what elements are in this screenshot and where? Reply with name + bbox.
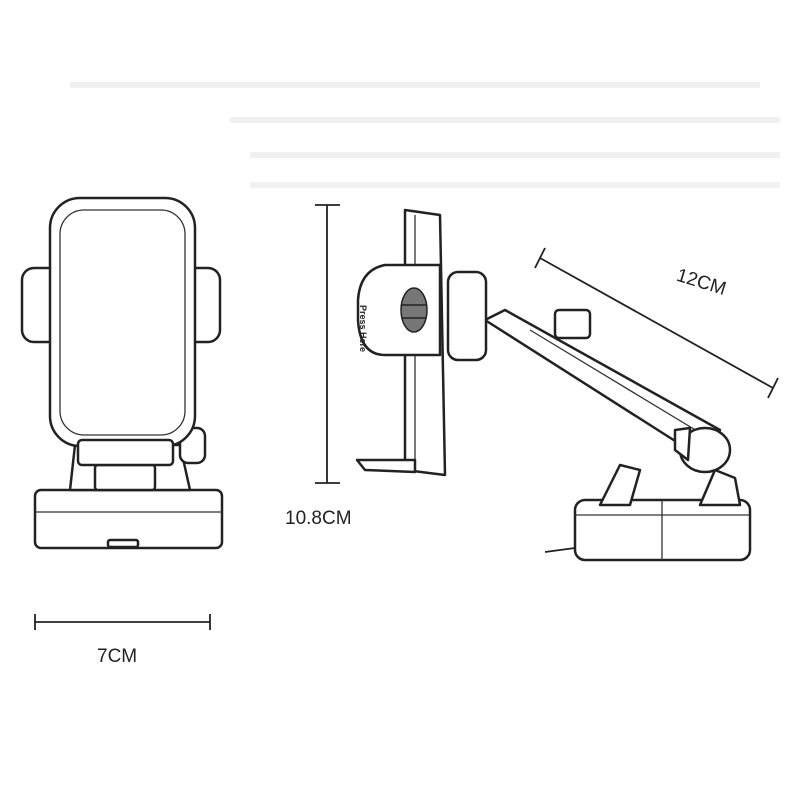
press-here-text: Press Here xyxy=(358,305,368,353)
length-dimension-line xyxy=(534,247,779,399)
width-label: 7CM xyxy=(97,646,138,667)
side-view xyxy=(355,208,752,562)
height-label: 10.8CM xyxy=(285,508,352,529)
ball-joint xyxy=(446,270,488,362)
telescopic-arm xyxy=(483,308,722,462)
front-cradle xyxy=(48,196,197,448)
faint-background-pattern xyxy=(70,82,780,188)
press-here-button[interactable] xyxy=(356,263,442,357)
width-dimension-line xyxy=(34,614,211,630)
button-pad xyxy=(400,287,428,333)
height-dimension-line xyxy=(315,204,340,484)
arm-knob xyxy=(553,308,592,340)
front-view xyxy=(20,196,224,550)
